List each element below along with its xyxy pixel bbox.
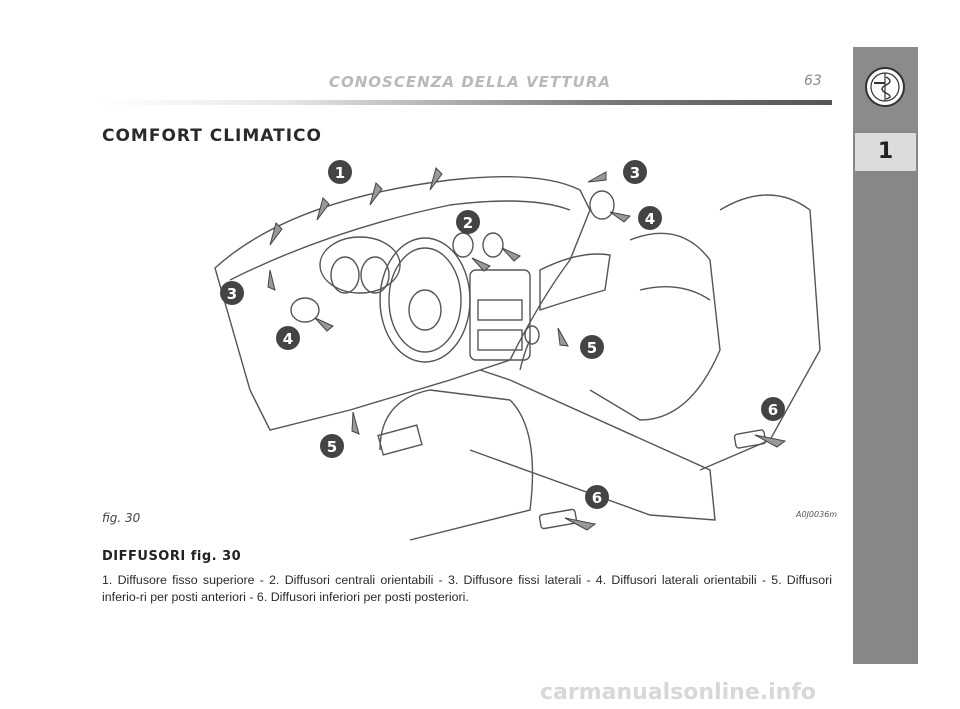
svg-text:6: 6 <box>768 401 778 419</box>
left-side-vent <box>290 297 320 323</box>
chapter-number-tab: 1 <box>855 133 916 171</box>
rear-vent-center <box>538 508 578 530</box>
svg-text:4: 4 <box>645 210 655 228</box>
site-watermark: carmanualsonline.info <box>540 680 816 705</box>
dashboard-outline <box>214 175 591 431</box>
svg-text:6: 6 <box>592 489 602 507</box>
callout-4-right: 4 <box>638 206 662 230</box>
steering-wheel <box>379 237 471 363</box>
svg-text:4: 4 <box>283 330 293 348</box>
rear-vent-right <box>733 429 767 449</box>
header-rule <box>100 100 832 105</box>
svg-text:3: 3 <box>227 285 237 303</box>
svg-text:3: 3 <box>630 164 640 182</box>
section-title: COMFORT CLIMATICO <box>102 126 322 146</box>
svg-text:2: 2 <box>463 214 473 232</box>
right-side-vent <box>589 190 615 220</box>
brand-logo-box <box>853 47 918 131</box>
seat-front-right <box>589 232 721 421</box>
seat-front-left <box>379 389 534 541</box>
dashboard-illustration: 1 2 3 3 4 4 5 5 6 6 <box>214 160 821 541</box>
airflow-arrows <box>267 167 787 531</box>
callout-3-right: 3 <box>623 160 647 184</box>
paragraph-title: DIFFUSORI fig. 30 <box>102 549 242 564</box>
callout-5-left: 5 <box>320 434 344 458</box>
callout-6-center: 6 <box>585 485 609 509</box>
paragraph-body: 1. Diffusore fisso superiore - 2. Diffus… <box>102 573 832 604</box>
alfa-romeo-logo-icon <box>865 67 905 107</box>
callout-1: 1 <box>328 160 352 184</box>
svg-text:5: 5 <box>587 339 597 357</box>
callout-3-left: 3 <box>220 281 244 305</box>
callout-4-left: 4 <box>276 326 300 350</box>
page-number: 63 <box>804 73 822 89</box>
running-header: CONOSCENZA DELLA VETTURA <box>328 73 612 91</box>
figure-caption: fig. 30 <box>102 511 141 525</box>
callout-5-right: 5 <box>580 335 604 359</box>
svg-text:5: 5 <box>327 438 337 456</box>
figure-code: A0J0036m <box>796 510 838 519</box>
svg-text:1: 1 <box>335 164 345 182</box>
callout-2: 2 <box>456 210 480 234</box>
callout-6-right: 6 <box>761 397 785 421</box>
